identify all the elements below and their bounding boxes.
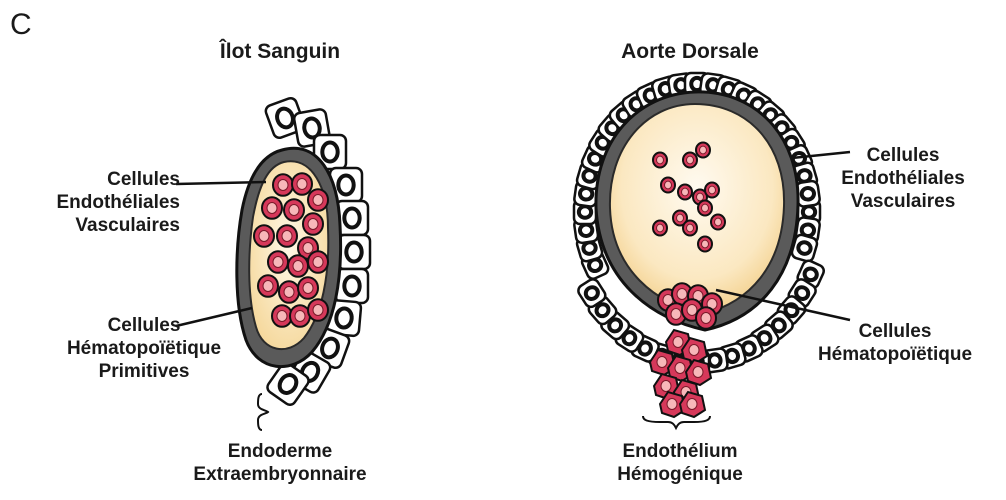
blood-cell: [268, 251, 288, 273]
left-endothelial-label: Cellules Endothéliales Vasculaires: [40, 168, 180, 237]
blood-cell: [254, 225, 274, 247]
blood-cell: [308, 299, 328, 321]
blood-cell: [308, 189, 328, 211]
blood-cell: [262, 197, 282, 219]
circulating-blood-cell: [698, 200, 712, 215]
circulating-blood-cell: [653, 220, 667, 235]
right-hematopoietic-label: Cellules Hématopoïëtique: [790, 320, 1000, 366]
blood-island-diagram: [237, 97, 370, 408]
blood-cell: [298, 277, 318, 299]
circulating-blood-cell: [661, 177, 675, 192]
panel-letter: C: [10, 8, 32, 42]
blood-cell: [290, 305, 310, 327]
circulating-blood-cell: [711, 214, 725, 229]
brace-hemogenic: [643, 416, 710, 428]
circulating-blood-cell: [653, 152, 667, 167]
blood-cell: [258, 275, 278, 297]
blood-cell: [288, 255, 308, 277]
blood-cell: [308, 251, 328, 273]
right-endothelial-label: Cellules Endothéliales Vasculaires: [818, 144, 988, 213]
circulating-blood-cell: [696, 142, 710, 157]
hemogenic-endothelium-label: Endothélium Hémogénique: [570, 440, 790, 486]
brace-endoderm: [258, 394, 268, 430]
blood-cell: [284, 199, 304, 221]
circulating-blood-cell: [683, 152, 697, 167]
blood-cell: [303, 213, 323, 235]
blood-cell: [277, 225, 297, 247]
left-hematopoietic-label: Cellules Hématopoïëtique Primitives: [34, 314, 254, 383]
circulating-blood-cell: [698, 236, 712, 251]
blood-cell: [273, 174, 293, 196]
blood-cell: [279, 281, 299, 303]
cluster-cell: [696, 307, 716, 329]
braces: [258, 394, 710, 430]
dorsal-aorta-diagram: [574, 73, 826, 417]
white-cell: [338, 235, 370, 269]
circulating-blood-cell: [705, 182, 719, 197]
blood-island-title: Îlot Sanguin: [170, 40, 390, 63]
circulating-blood-cell: [683, 220, 697, 235]
dorsal-aorta-title: Aorte Dorsale: [570, 40, 810, 63]
blood-cell: [292, 173, 312, 195]
endoderm-label: Endoderme Extraembryonnaire: [160, 440, 400, 486]
circulating-blood-cell: [678, 184, 692, 199]
